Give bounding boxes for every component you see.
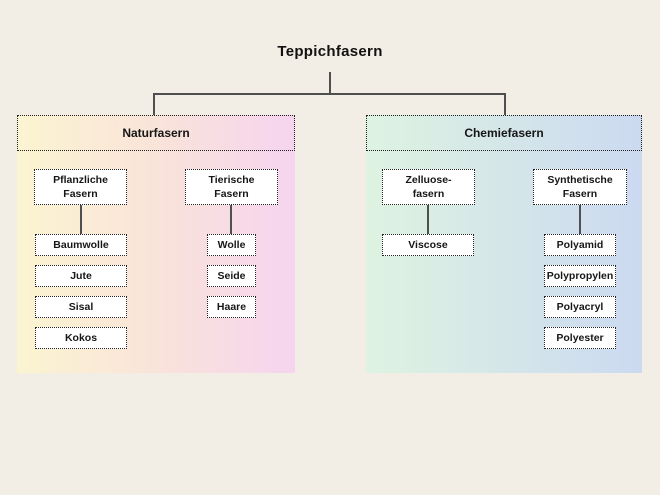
node-seide: Seide bbox=[207, 265, 256, 287]
node-label-line1: Tierische bbox=[208, 174, 255, 186]
node-label-line2: Fasern bbox=[214, 188, 249, 200]
connector-pflanzliche-child bbox=[80, 205, 82, 234]
panel-naturfasern: Naturfasern Pflanzliche Fasern Tierische… bbox=[17, 115, 295, 373]
node-viscose: Viscose bbox=[382, 234, 474, 256]
node-baumwolle: Baumwolle bbox=[35, 234, 127, 256]
connector-drop-right bbox=[504, 93, 506, 115]
connector-synthetische-child bbox=[579, 205, 581, 234]
node-label-line2: Fasern bbox=[562, 188, 598, 200]
node-polyamid: Polyamid bbox=[544, 234, 616, 256]
node-label-line2: fasern bbox=[412, 188, 445, 200]
node-label-line1: Zelluose- bbox=[405, 174, 452, 186]
panel-chemiefasern: Chemiefasern Zelluose- fasern Synthetisc… bbox=[366, 115, 642, 373]
connector-drop-left bbox=[153, 93, 155, 115]
panel-chemiefasern-header: Chemiefasern bbox=[366, 115, 642, 151]
connector-tierische-child bbox=[230, 205, 232, 234]
node-label-line2: Fasern bbox=[63, 188, 98, 200]
node-synthetische-fasern: Synthetische Fasern bbox=[533, 169, 627, 205]
node-jute: Jute bbox=[35, 265, 127, 287]
node-tierische-fasern: Tierische Fasern bbox=[185, 169, 278, 205]
diagram-title: Teppichfasern bbox=[277, 43, 383, 60]
node-sisal: Sisal bbox=[35, 296, 127, 318]
node-label-line1: Synthetische bbox=[547, 174, 613, 186]
node-kokos: Kokos bbox=[35, 327, 127, 349]
node-zelluosefasern: Zelluose- fasern bbox=[382, 169, 475, 205]
panel-naturfasern-header: Naturfasern bbox=[17, 115, 295, 151]
node-label-line1: Pflanzliche bbox=[53, 174, 108, 186]
node-wolle: Wolle bbox=[207, 234, 256, 256]
node-haare: Haare bbox=[207, 296, 256, 318]
connector-branch-bar bbox=[153, 93, 506, 95]
node-polyacryl: Polyacryl bbox=[544, 296, 616, 318]
connector-zelluose-child bbox=[427, 205, 429, 234]
node-polyester: Polyester bbox=[544, 327, 616, 349]
node-pflanzliche-fasern: Pflanzliche Fasern bbox=[34, 169, 127, 205]
node-polypropylen: Polypropylen bbox=[544, 265, 616, 287]
connector-title-stem bbox=[329, 72, 331, 94]
